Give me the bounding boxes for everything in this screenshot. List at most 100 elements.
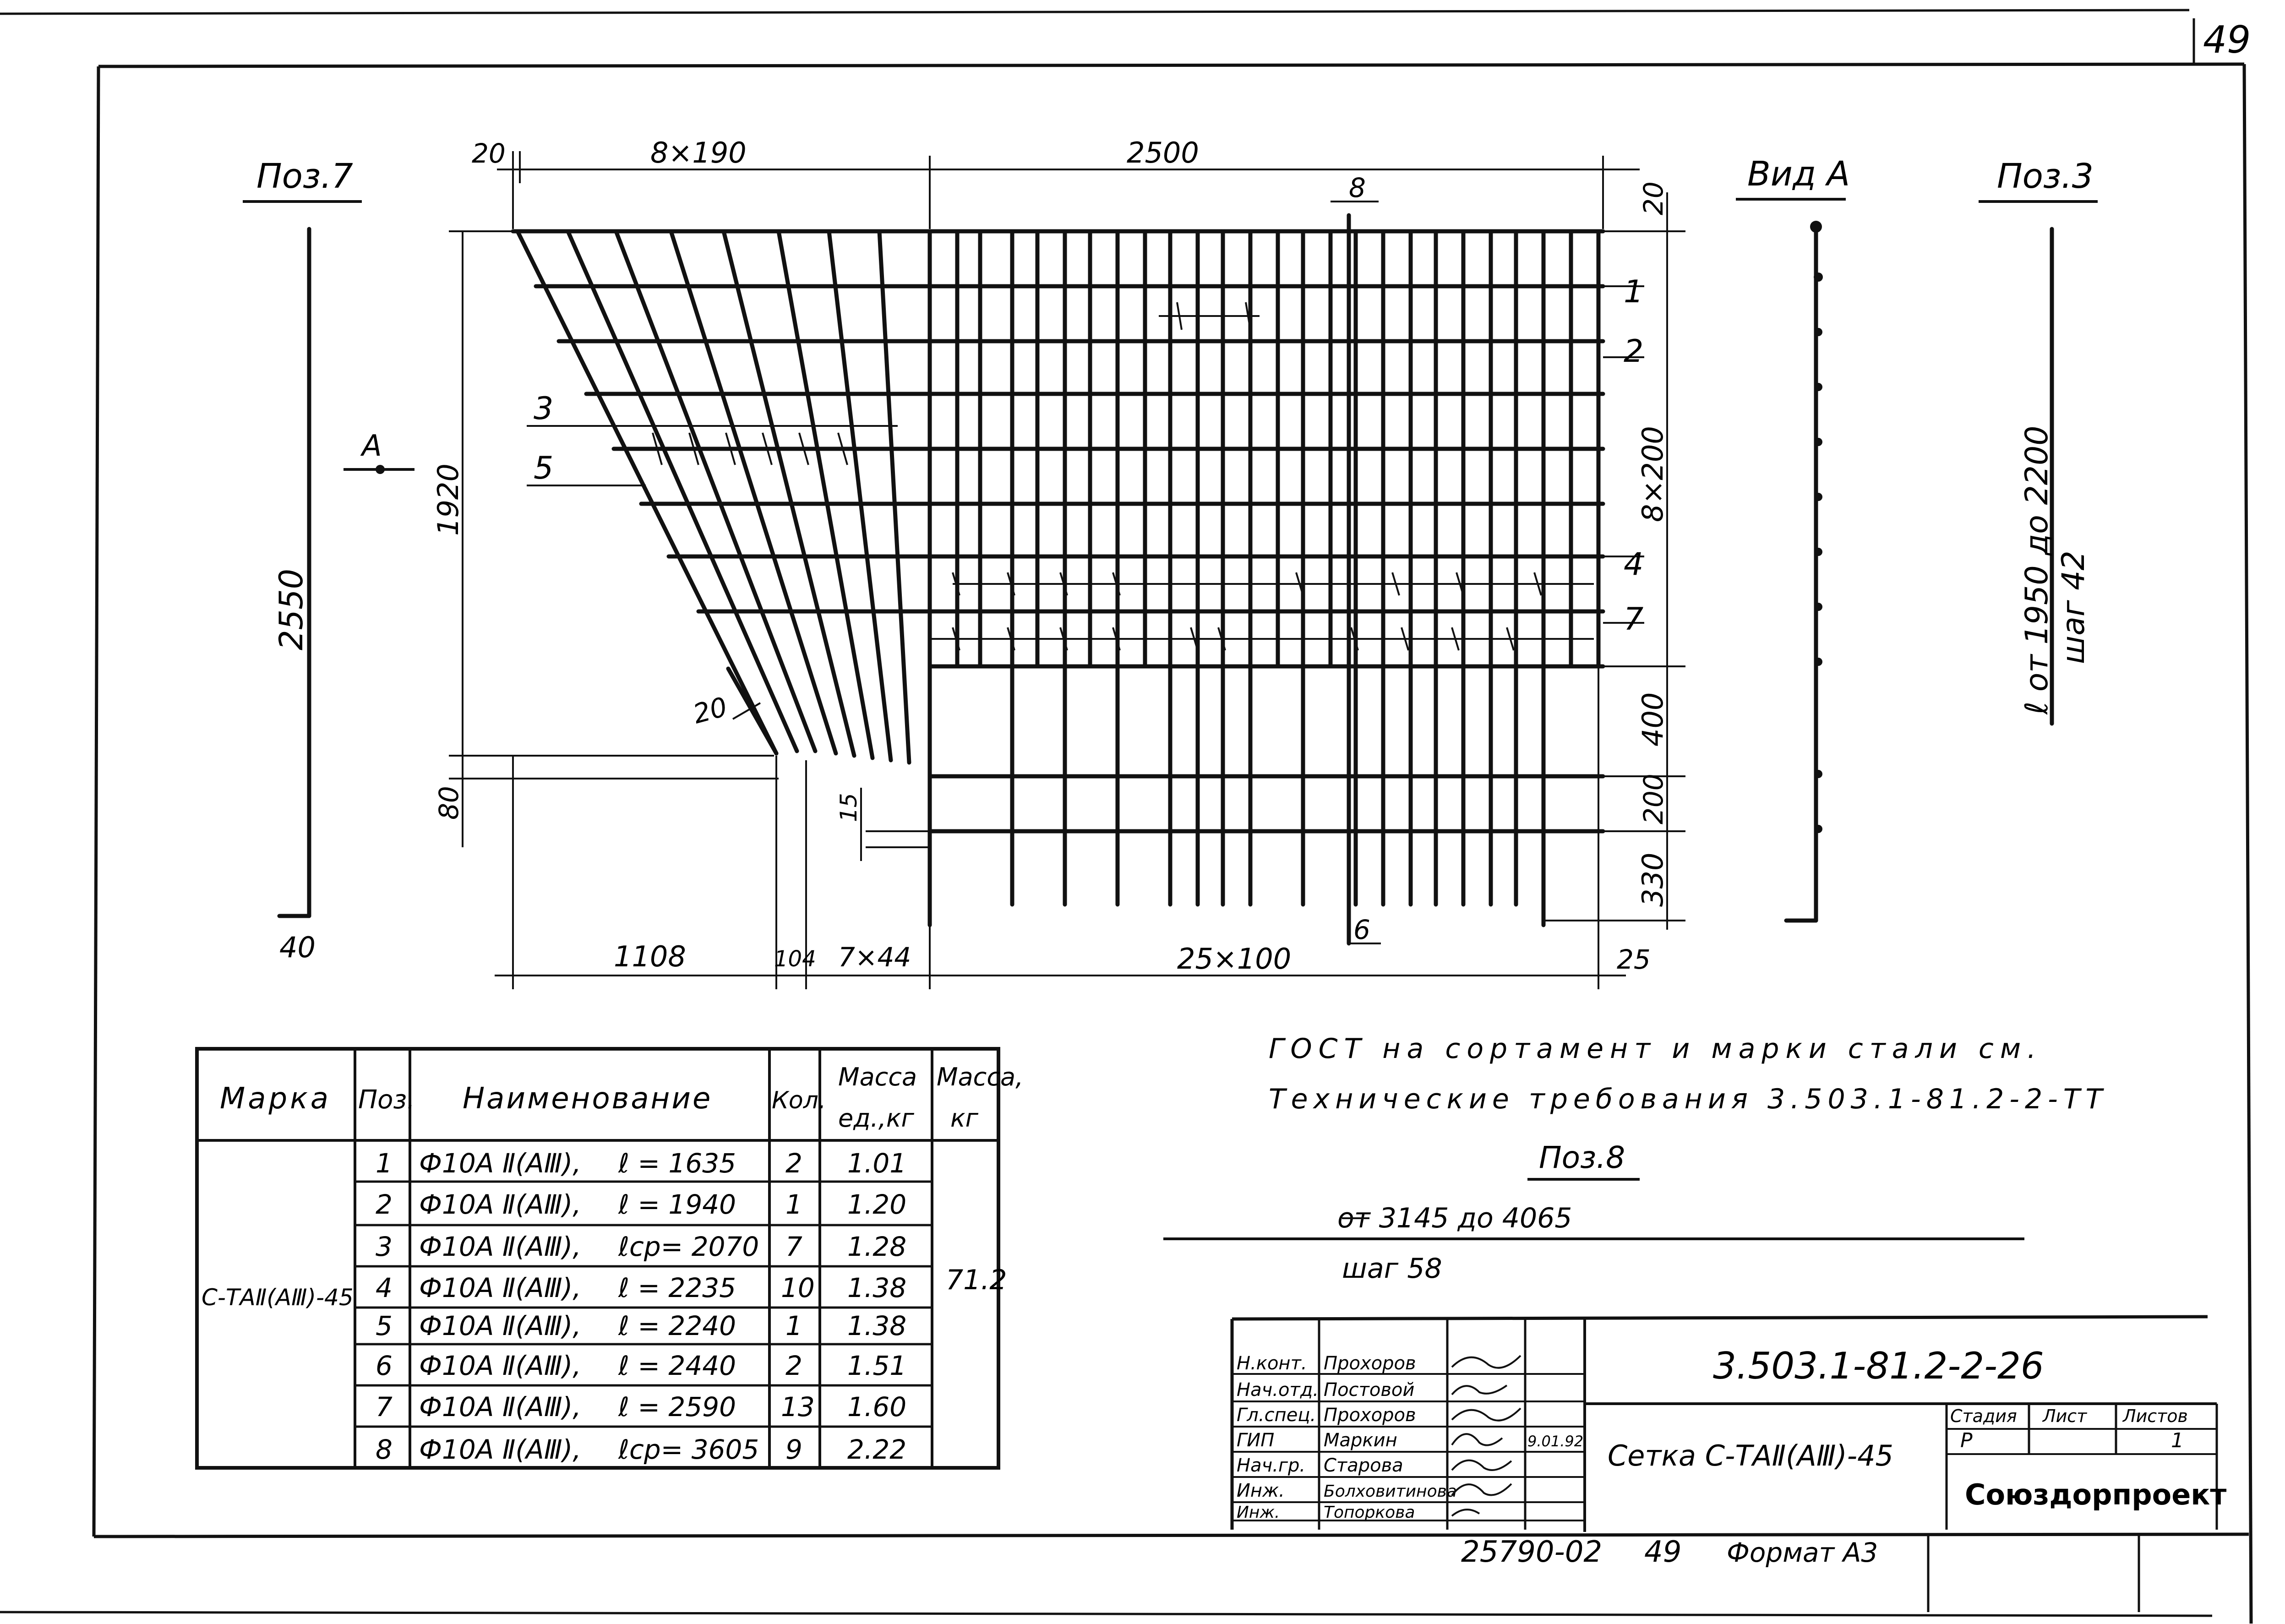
spec-total-mass: 71.2: [946, 1264, 1007, 1296]
notes: ГОСТ на сортамент и марки стали см. Техн…: [1163, 1033, 2108, 1285]
poz3-length: ℓ от 1950 до 2200: [2019, 426, 2055, 715]
note-line-2: Технические требования 3.503.1-81.2-2-ТТ: [1269, 1083, 2108, 1115]
vertical-bars: [927, 213, 1601, 946]
sheet-name: Сетка С-ТАⅡ(АⅢ)-45: [1608, 1439, 1893, 1472]
sheet-label: Лист: [2042, 1406, 2088, 1426]
poz7-title: Поз.7: [256, 157, 353, 196]
dim-bottom: [495, 666, 1626, 989]
paper-format: Формат А3: [1727, 1537, 1878, 1568]
dim-left-1920: 1920: [431, 463, 465, 536]
footer-sheet-number: 49: [1644, 1535, 1681, 1569]
dim-top-8: 8: [1349, 172, 1366, 203]
staff-name: Прохоров: [1324, 1353, 1416, 1374]
poz8-step: шаг 58: [1342, 1253, 1442, 1285]
dim-bot-6: 6: [1353, 914, 1370, 945]
sheet-page-number: 49: [2203, 18, 2251, 62]
staff-row: ГИП Маркин: [1237, 1430, 1397, 1451]
title-block: Н.конт. Прохоров Нач.отд. Постовой Гл.сп…: [1230, 1315, 2226, 1612]
dim-right-8x200: 8×200: [1636, 426, 1669, 522]
hdr-mass-unit-1: Масса: [838, 1063, 917, 1091]
row-name: Ф10А Ⅱ(АⅢ),: [419, 1189, 581, 1220]
footer: 25790-02 49 Формат А3: [1461, 1535, 1878, 1569]
hdr-mass-2: кг: [950, 1104, 979, 1133]
inventory-number: 25790-02: [1461, 1535, 1602, 1569]
dim-top-20: 20: [472, 138, 506, 169]
row-poz: 6: [376, 1350, 393, 1381]
callout-2: 2: [1624, 333, 1643, 370]
hdr-marka: Марка: [220, 1082, 331, 1116]
staff-row: Гл.спец. Прохоров: [1237, 1405, 1416, 1426]
row-name: Ф10А Ⅱ(АⅢ),: [419, 1148, 581, 1179]
staff-row: Н.конт. Прохоров: [1237, 1353, 1416, 1374]
staff-role: ГИП: [1237, 1430, 1274, 1451]
staff-row: Нач.гр. Старова: [1237, 1455, 1403, 1476]
poz7-length: 2550: [273, 569, 310, 650]
position-leaders: [527, 285, 1644, 640]
callout-1: 1: [1624, 274, 1643, 310]
row-name: Ф10А Ⅱ(АⅢ),: [419, 1434, 581, 1465]
row-mass: 1.20: [847, 1189, 906, 1220]
staff-name: Постовой: [1324, 1379, 1414, 1401]
dim-bot-104: 104: [774, 946, 816, 972]
table-row: 8 Ф10А Ⅱ(АⅢ), ℓср= 3605 9 2.22: [376, 1434, 906, 1465]
staff-role: Гл.спец.: [1237, 1405, 1316, 1426]
stage-value: Р: [1960, 1429, 1973, 1452]
staff-role: Н.конт.: [1237, 1353, 1307, 1374]
staff-name: Старова: [1324, 1455, 1403, 1476]
row-mass: 1.38: [847, 1310, 906, 1341]
signatures: [1451, 1355, 1522, 1517]
mesh-plan: 1 2 3 5 4 7 20 8×190 2500 8 20 8×200: [431, 136, 1685, 989]
note-line-1: ГОСТ на сортамент и марки стали см.: [1269, 1033, 2042, 1065]
dim-right-20: 20: [1638, 181, 1669, 215]
row-qty: 1: [785, 1189, 802, 1220]
row-qty: 1: [785, 1310, 802, 1341]
row-qty: 7: [785, 1231, 802, 1262]
row-length: ℓ = 1635: [618, 1148, 736, 1179]
section-a-label: А: [360, 429, 382, 463]
hdr-kol: Кол.: [772, 1087, 826, 1114]
sheets-label: Листов: [2122, 1406, 2188, 1426]
dim-mid-20: 20: [690, 691, 731, 730]
dim-bot-7x44: 7×44: [838, 942, 911, 973]
row-name: Ф10А Ⅱ(АⅢ),: [419, 1272, 581, 1303]
staff-role: Инж.: [1237, 1503, 1280, 1522]
dim-left-80: 80: [433, 786, 464, 820]
poz7-end-length: 40: [279, 931, 316, 964]
row-poz: 8: [376, 1434, 393, 1465]
row-mass: 1.28: [847, 1231, 906, 1262]
row-mass: 1.01: [847, 1148, 906, 1179]
staff-name: Прохоров: [1324, 1405, 1416, 1426]
table-row: 6 Ф10А Ⅱ(АⅢ), ℓ = 2440 2 1.51: [376, 1350, 906, 1381]
staff-role: Нач.отд.: [1237, 1379, 1319, 1401]
row-length: ℓ = 1940: [618, 1189, 736, 1220]
row-length: ℓср= 3605: [618, 1434, 759, 1465]
stage-label: Стадия: [1950, 1406, 2017, 1426]
spec-mark: С-ТАⅡ(АⅢ)-45: [202, 1284, 354, 1311]
dim-left-15: 15: [835, 793, 862, 822]
row-qty: 13: [781, 1391, 815, 1422]
dim-bot-1108: 1108: [614, 940, 686, 973]
row-poz: 7: [376, 1391, 393, 1422]
staff-name: Маркин: [1324, 1430, 1397, 1451]
staff-row: Инж. Топоркова: [1237, 1503, 1415, 1522]
row-poz: 2: [376, 1189, 393, 1220]
staff-name: Болховитинова: [1324, 1482, 1457, 1501]
spec-table: Марка Поз. Наименование Кол. Масса ед.,к…: [195, 1047, 1023, 1470]
row-name: Ф10А Ⅱ(АⅢ),: [419, 1310, 581, 1341]
row-poz: 3: [376, 1231, 393, 1262]
hdr-name: Наименование: [463, 1082, 712, 1116]
row-length: ℓ = 2235: [618, 1272, 736, 1303]
staff-row: Нач.отд. Постовой: [1237, 1379, 1414, 1401]
section-arrow-a: А: [344, 429, 414, 474]
staff-role: Нач.гр.: [1237, 1455, 1305, 1476]
row-poz: 1: [376, 1148, 393, 1179]
poz3-title: Поз.3: [1997, 157, 2094, 196]
horizontal-bars: [511, 229, 1605, 834]
table-row: 1 Ф10А Ⅱ(АⅢ), ℓ = 1635 2 1.01: [376, 1148, 906, 1179]
table-row: 2 Ф10А Ⅱ(АⅢ), ℓ = 1940 1 1.20: [376, 1189, 906, 1220]
organization: Союздорпроект: [1965, 1478, 2226, 1511]
poz8-title: Поз.8: [1539, 1140, 1625, 1175]
row-length: ℓср= 2070: [618, 1231, 759, 1262]
callout-5: 5: [534, 450, 553, 486]
